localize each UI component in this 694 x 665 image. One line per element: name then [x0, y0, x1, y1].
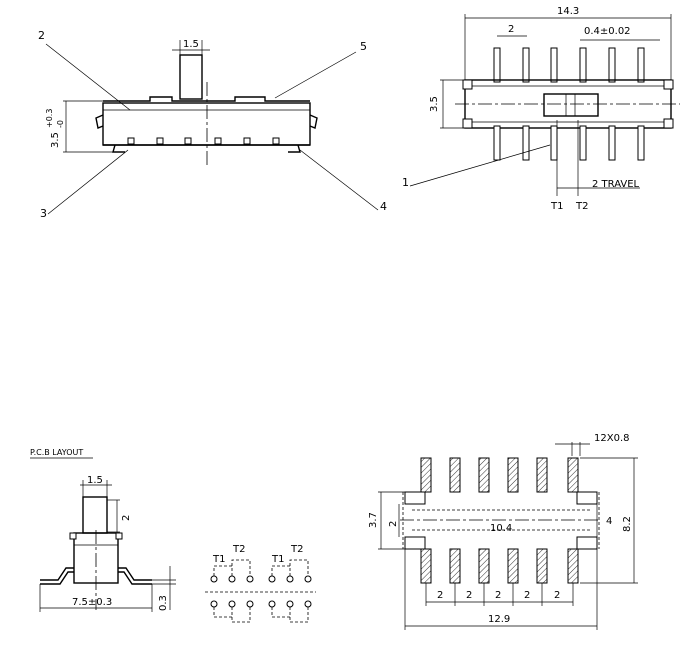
- top-dim-pitch: 2: [508, 24, 514, 35]
- end-dim-width: 7.5±0.3: [72, 597, 112, 608]
- top-label-t1: T1: [550, 201, 563, 212]
- fp-dim-height-outer: 3.7: [368, 512, 379, 528]
- fp-pitch-1: 2: [437, 590, 443, 601]
- top-dim-overall: 14.3: [557, 6, 579, 17]
- top-view: 14.3 2 0.4±0.02: [402, 6, 680, 212]
- schem-label-t2-b: T2: [290, 544, 303, 555]
- fp-dim-overall-height: 8.2: [622, 516, 633, 532]
- callout-2: 2: [38, 29, 45, 42]
- fp-pitch-5: 2: [554, 590, 560, 601]
- end-dim-lead-thickness: 0.3: [158, 595, 169, 611]
- end-view: P.C.B LAYOUT 1.5 2 7.5±0.3 0.3: [30, 448, 176, 612]
- side-dim-height: 3.5: [50, 132, 61, 148]
- end-dim-knob-height: 2: [121, 515, 132, 521]
- footprint: 12X0.8 3.7 2 10.4 4: [368, 433, 638, 630]
- fp-dim-gap: 4: [606, 516, 612, 527]
- side-knob: [179, 54, 203, 100]
- top-dim-pin-width: 0.4±0.02: [584, 26, 631, 37]
- side-dim-height-tol-plus: +0.3: [45, 109, 54, 128]
- top-dim-height: 3.5: [429, 96, 440, 112]
- schem-label-t1-b: T1: [271, 554, 284, 565]
- fp-dim-width: 12.9: [488, 614, 510, 625]
- side-dim-top-width: 1.5: [183, 39, 199, 50]
- schem-label-t2-a: T2: [232, 544, 245, 555]
- end-dim-top-width: 1.5: [87, 475, 103, 486]
- fp-dim-span: 10.4: [490, 523, 512, 534]
- end-knob: [82, 496, 108, 534]
- pcb-layout-title: P.C.B LAYOUT: [30, 448, 83, 457]
- fp-dim-pad: 12X0.8: [594, 433, 629, 444]
- top-label-t2: T2: [575, 201, 588, 212]
- top-dim-travel: 2 TRAVEL: [592, 179, 640, 190]
- fp-pitch-2: 2: [466, 590, 472, 601]
- side-dim-height-tol-minus: -0: [56, 120, 65, 128]
- callout-5: 5: [360, 40, 367, 53]
- schematic: T1 T2 T1 T2: [205, 544, 316, 623]
- callout-3: 3: [40, 207, 47, 220]
- top-slider: [543, 93, 599, 117]
- callout-4: 4: [380, 200, 387, 213]
- fp-dim-height-inner: 2: [388, 521, 399, 527]
- callout-1: 1: [402, 176, 409, 189]
- side-view: 1.5 3.5 +0.3 -0 2 5 3: [38, 29, 387, 220]
- schem-label-t1-a: T1: [212, 554, 225, 565]
- fp-pitch-4: 2: [524, 590, 530, 601]
- fp-pitch-3: 2: [495, 590, 501, 601]
